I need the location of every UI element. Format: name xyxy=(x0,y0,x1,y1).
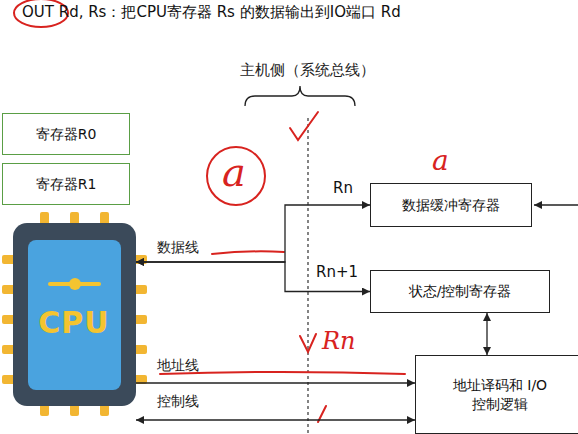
box-label: 地址译码和 I/O 控制逻辑 xyxy=(444,376,556,412)
bus-connector xyxy=(136,419,415,420)
bus-connector xyxy=(486,313,487,355)
signal-label: Rn+1 xyxy=(316,264,358,281)
text-stack: 地址译码和 I/O 控制逻辑 xyxy=(444,376,556,412)
register-box: 寄存器R1 xyxy=(2,163,130,205)
text-stack: CPU xyxy=(38,289,109,342)
signal-label: 主机侧（系统总线） xyxy=(240,62,375,79)
signal-label: 控制线 xyxy=(157,394,199,409)
register-box: 地址译码和 I/O 控制逻辑 xyxy=(415,355,578,434)
box-label: 数据缓冲寄存器 xyxy=(402,196,500,214)
box-label: 状态/控制寄存器 xyxy=(409,282,512,300)
cpu-icon: CPU xyxy=(12,222,136,408)
divider-line xyxy=(307,118,308,434)
text-stack: 寄存器R0 xyxy=(36,125,97,143)
register-box: 状态/控制寄存器 xyxy=(370,270,550,313)
signal-label: 数据线 xyxy=(157,240,199,255)
register-box: 数据缓冲寄存器 xyxy=(370,183,532,227)
bus-connector xyxy=(136,262,370,292)
bus-connector xyxy=(136,205,370,262)
handwritten-note: a xyxy=(222,150,246,194)
brace xyxy=(245,86,355,106)
text-stack: 数据缓冲寄存器 xyxy=(402,196,500,214)
signal-label: 地址线 xyxy=(157,358,199,373)
bus-connector xyxy=(136,382,415,383)
register-box: 寄存器R0 xyxy=(2,113,130,155)
handwritten-note: a xyxy=(432,146,449,177)
page-title: OUT Rd, Rs：把CPU寄存器 Rs 的数据输出到IO端口 Rd xyxy=(22,3,401,22)
box-label: 寄存器R0 xyxy=(36,125,97,143)
text-stack: 状态/控制寄存器 xyxy=(409,282,512,300)
box-label: 寄存器R1 xyxy=(36,175,97,193)
signal-label: Rn xyxy=(333,180,353,197)
text-stack: 寄存器R1 xyxy=(36,175,97,193)
handwritten-note: Rn xyxy=(322,328,356,354)
device-arrow xyxy=(534,204,578,205)
chip-label: CPU xyxy=(38,303,109,342)
cpu-chip xyxy=(2,212,147,416)
